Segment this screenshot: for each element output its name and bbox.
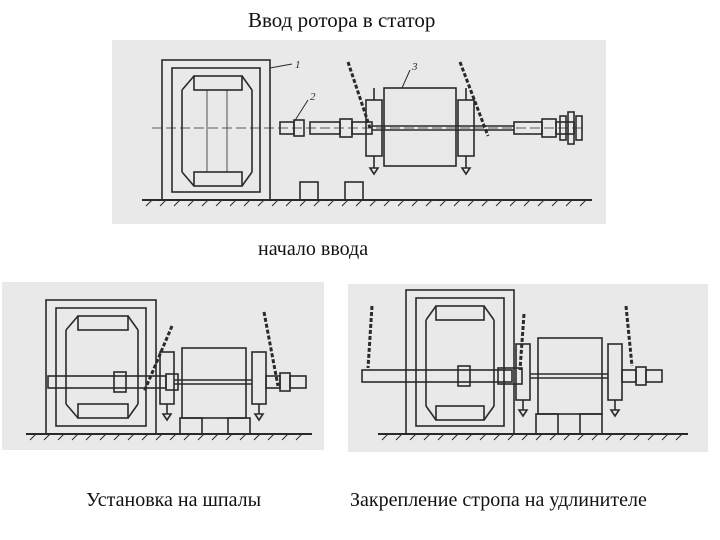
bearing — [365, 88, 383, 176]
sleeper — [227, 417, 251, 435]
caption-bottom-right: Закрепление стропа на удлинителе — [350, 489, 647, 511]
extension-shaft — [361, 369, 513, 383]
sleeper — [579, 413, 603, 435]
bearing — [457, 88, 475, 176]
callout-1: 1 — [295, 59, 301, 71]
sleeper — [179, 417, 203, 435]
stator — [161, 59, 271, 201]
sling-chain — [624, 305, 634, 367]
rotor-core — [383, 87, 457, 167]
figure-bottom-right — [348, 284, 708, 452]
sling-chain — [458, 61, 490, 137]
sling-chain — [366, 305, 374, 369]
rotor-core — [181, 347, 247, 419]
figure-bottom-left — [2, 282, 324, 450]
sling-chain — [262, 311, 280, 387]
sleeper — [535, 413, 559, 435]
callout-2: 2 — [310, 91, 316, 103]
stator — [405, 289, 515, 435]
callout-3: 3 — [411, 61, 418, 73]
page-title: Ввод ротора в статор — [248, 8, 436, 32]
sleeper — [299, 181, 319, 201]
sling-chain — [518, 313, 526, 371]
ground-hatching — [145, 199, 587, 207]
rotor-core — [537, 337, 603, 415]
figure-top: 1 2 3 — [112, 40, 606, 224]
caption-top: начало ввода — [258, 238, 369, 260]
sleeper — [344, 181, 364, 201]
coupling — [559, 111, 583, 145]
shaft — [279, 118, 575, 138]
sling-chain — [346, 61, 372, 129]
caption-bottom-left: Установка на шпалы — [86, 489, 262, 511]
